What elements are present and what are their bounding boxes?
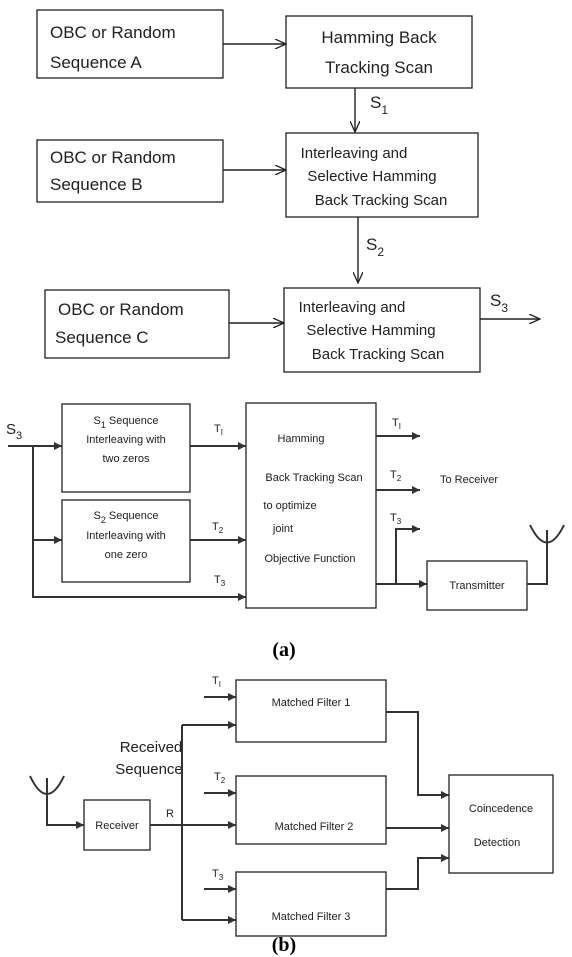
b-t1-label: TI: [212, 675, 221, 689]
b-mf3-label: Matched Filter 3: [272, 911, 351, 923]
a-t3-out-label: T3: [390, 512, 402, 526]
a-opt-line-5: Objective Function: [264, 553, 355, 565]
a-t3-out: [376, 525, 420, 585]
panel-b: Receiver Received Sequence R TI T2 T3 Ma…: [29, 675, 554, 956]
a-seq1-box: [61, 403, 191, 493]
a-seq1-line-2: two zeros: [102, 453, 150, 465]
ishbts-1-box: [285, 132, 479, 218]
a-optimizer-box: [245, 402, 377, 609]
source-c-box: [44, 289, 230, 359]
a-transmitter-box: [426, 560, 528, 611]
ishbts-1-line-1: Interleaving and: [301, 145, 408, 162]
s3-label: S3: [490, 291, 508, 315]
a-to-receiver: To Receiver: [440, 474, 498, 486]
panel-a: S3 S1 Sequence Interleaving with two zer…: [6, 402, 565, 661]
a-t3-in-label: T3: [214, 574, 226, 588]
b-receiver-label: Receiver: [95, 820, 139, 832]
b-r-label: R: [166, 808, 174, 820]
s1-label: S1: [370, 93, 388, 117]
b-coincidence-line-1: Coincedence: [469, 803, 533, 815]
a-seq1-title: S1 Sequence: [94, 415, 159, 430]
source-c-line-2: Sequence C: [55, 328, 149, 347]
a-opt-line-4: joint: [272, 523, 293, 535]
a-antenna-icon: [529, 524, 565, 548]
source-a-line-1: OBC or Random: [50, 23, 176, 42]
a-input-s3-label: S3: [6, 421, 22, 442]
b-received-line-2: Sequence: [115, 761, 183, 778]
b-antenna-icon: [29, 775, 65, 799]
ishbts-2-line-1: Interleaving and: [299, 299, 406, 316]
ishbts-2-line-3: Back Tracking Scan: [312, 346, 445, 363]
a-t2-in-label: T2: [212, 521, 224, 535]
hbts-box: [285, 15, 473, 89]
b-mf1-box: [235, 679, 387, 743]
a-antenna-feed: [527, 548, 548, 585]
source-b-box: [36, 139, 224, 203]
a-opt-line-2: Back Tracking Scan: [265, 472, 362, 484]
a-t1-out-label: TI: [392, 417, 401, 431]
b-t2-label: T2: [214, 771, 226, 785]
a-transmitter-label: Transmitter: [449, 580, 505, 592]
a-t2-out-label: T2: [390, 469, 402, 483]
source-c-line-1: OBC or Random: [58, 300, 184, 319]
a-t1-in-label: TI: [214, 423, 223, 437]
a-seq2-line-1: Interleaving with: [86, 530, 166, 542]
a-input-bus: [8, 445, 236, 598]
a-seq2-title: S2 Sequence: [94, 510, 159, 525]
b-mf3-to-cd: [386, 854, 449, 890]
ishbts-2-line-2: Selective Hamming: [306, 322, 435, 339]
b-mf2-box: [235, 775, 387, 845]
a-seq1-line-1: Interleaving with: [86, 434, 166, 446]
b-mf3-box: [235, 871, 387, 937]
source-b-line-1: OBC or Random: [50, 148, 176, 167]
b-mf1-label: Matched Filter 1: [272, 697, 351, 709]
source-a-line-2: Sequence A: [50, 53, 142, 72]
a-caption: (a): [272, 639, 295, 661]
b-antenna-feed: [46, 799, 84, 829]
top-diagram: OBC or Random Sequence A Hamming Back Tr…: [36, 9, 540, 373]
b-received-line-1: Received: [120, 739, 183, 756]
hbts-line-1: Hamming Back: [321, 28, 437, 47]
hbts-line-2: Tracking Scan: [325, 58, 433, 77]
b-coincidence-line-2: Detection: [474, 837, 520, 849]
b-mf2-label: Matched Filter 2: [275, 821, 354, 833]
ishbts-1-line-3: Back Tracking Scan: [315, 192, 448, 209]
a-opt-line-1: Hamming: [277, 433, 324, 445]
a-seq2-line-2: one zero: [105, 549, 148, 561]
a-opt-line-3: to optimize: [263, 500, 316, 512]
ishbts-2-box: [283, 287, 481, 373]
b-t3-label: T3: [212, 868, 224, 882]
ishbts-1-line-2: Selective Hamming: [307, 168, 436, 185]
b-coincidence-box: [448, 774, 554, 874]
b-caption: (b): [272, 934, 296, 956]
s2-label: S2: [366, 235, 384, 259]
source-b-line-2: Sequence B: [50, 175, 143, 194]
a-seq2-box: [61, 499, 191, 583]
b-mf1-to-cd: [386, 711, 449, 799]
source-a-box: [36, 9, 224, 79]
